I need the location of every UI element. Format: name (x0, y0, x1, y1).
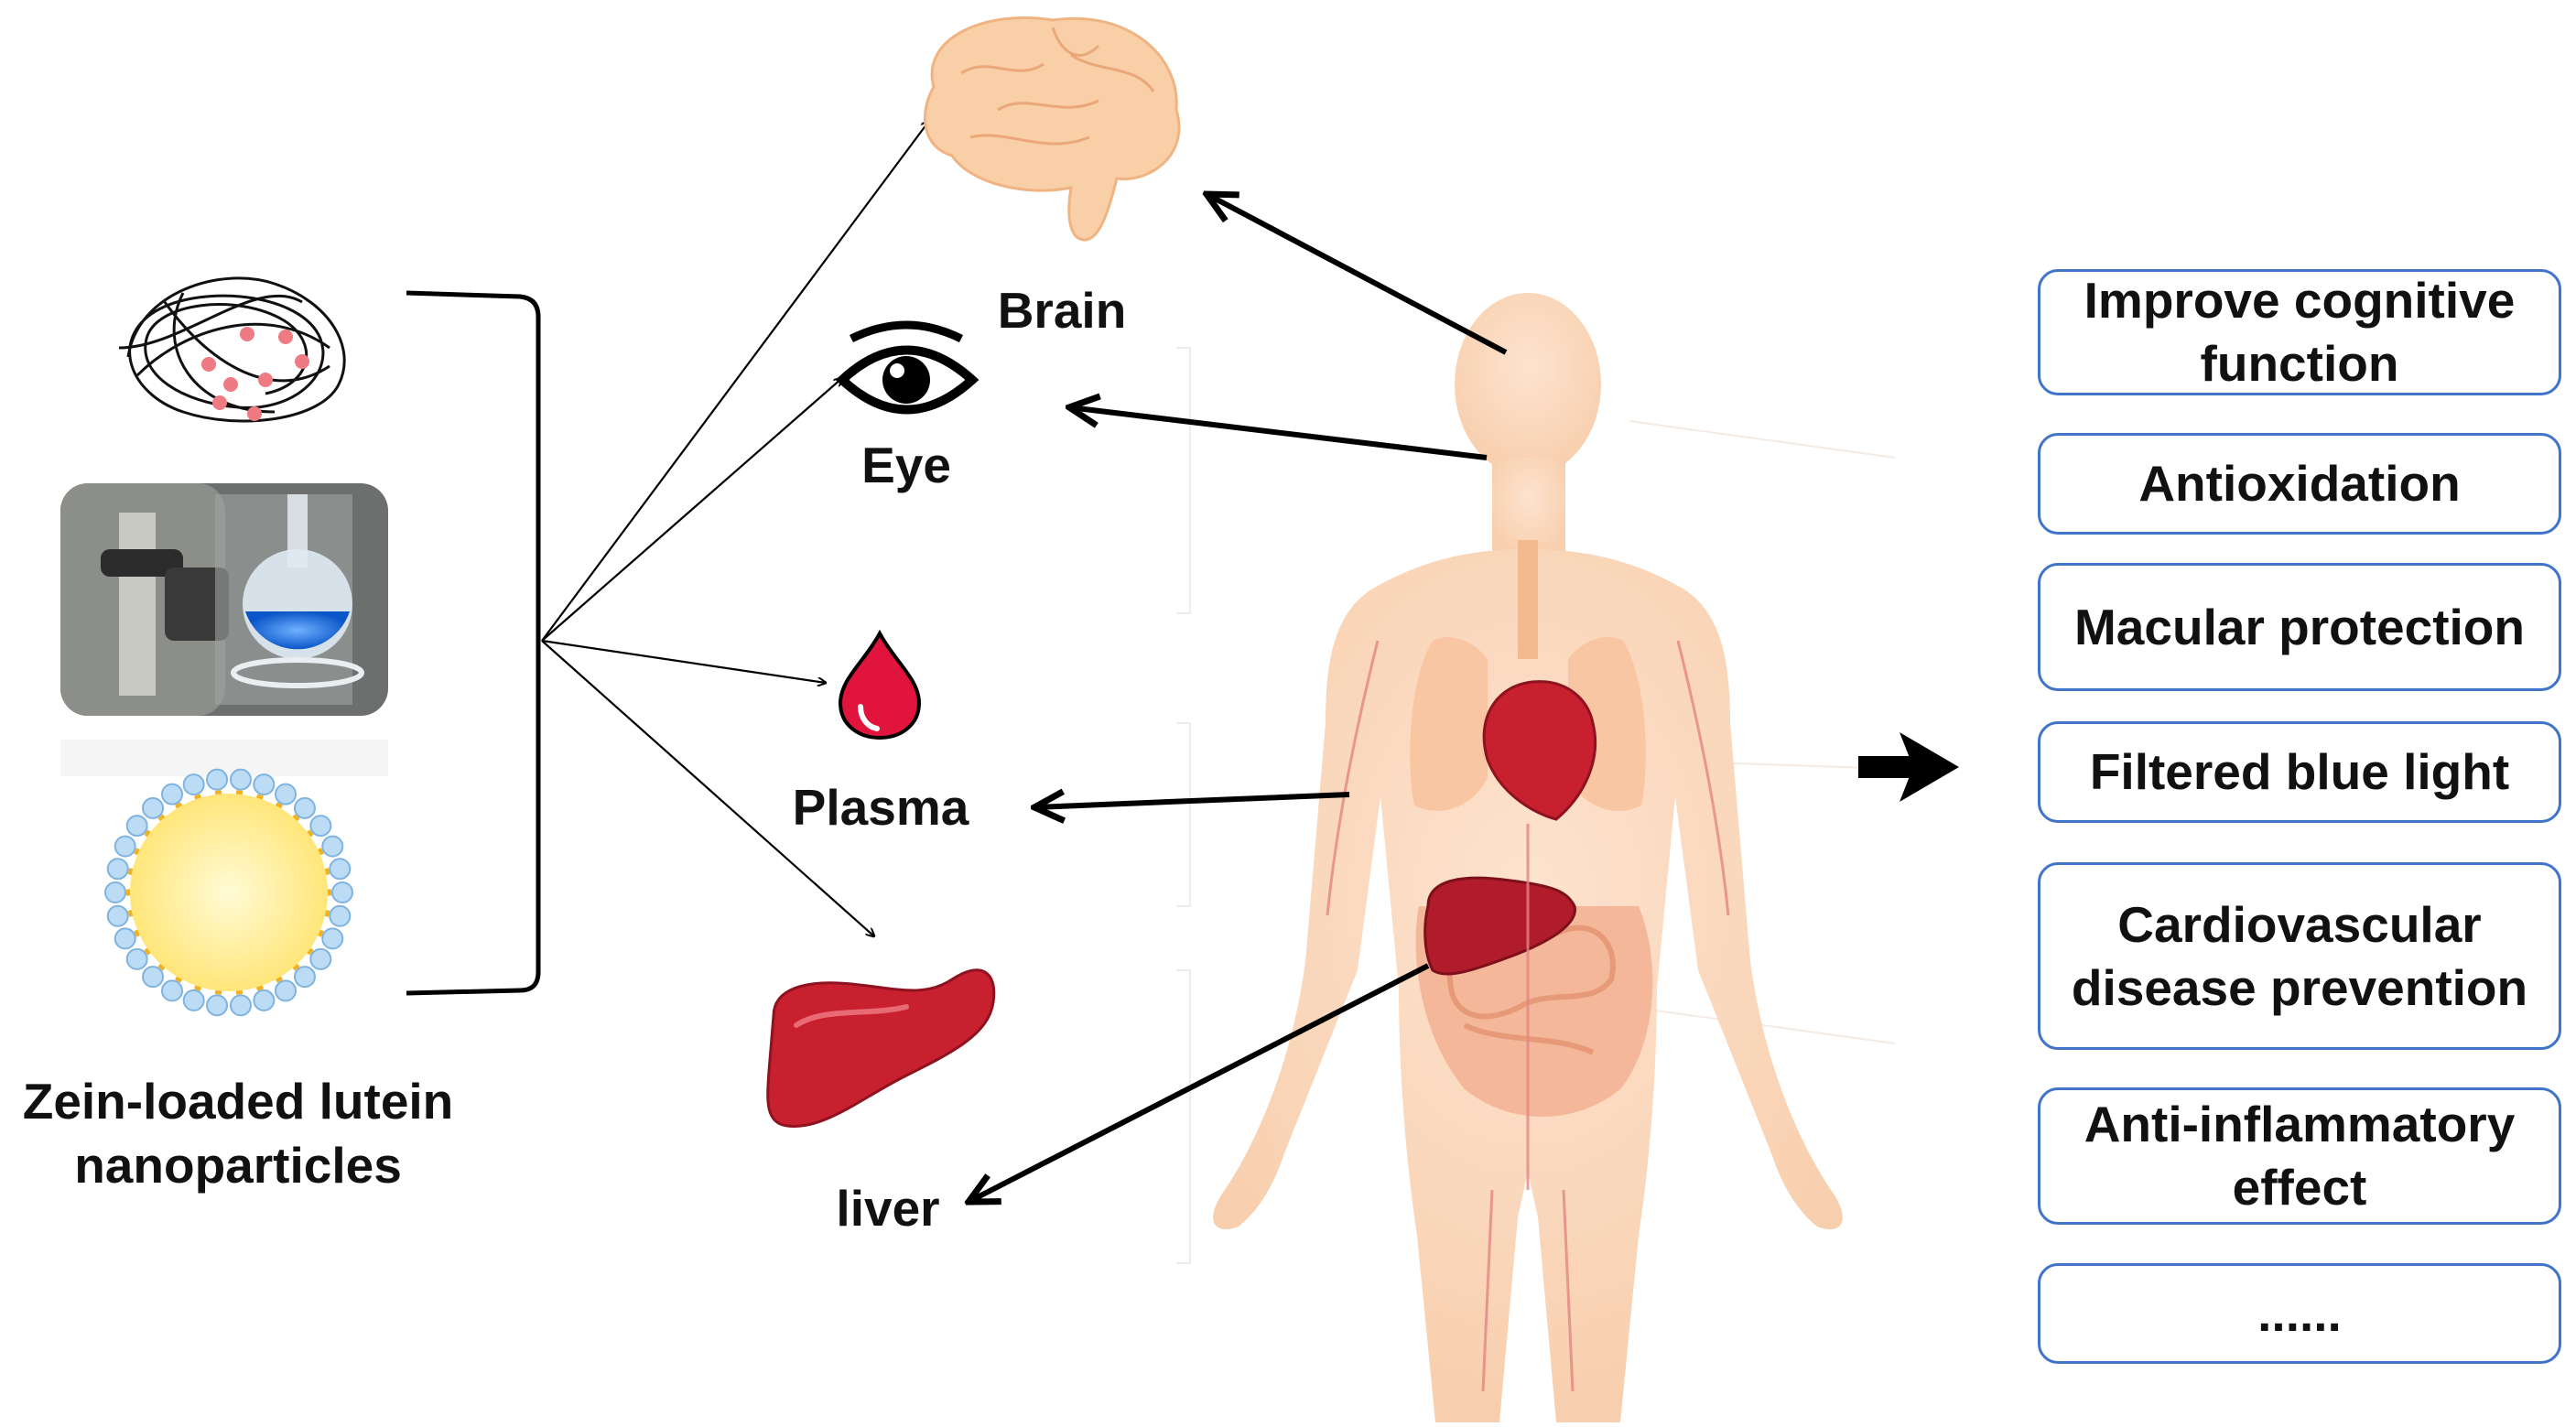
benefit-label: Filtered blue light (2089, 743, 2510, 801)
laboratory-photo-icon (60, 483, 388, 716)
plasma-label: Plasma (792, 779, 969, 836)
eye-icon (835, 320, 980, 415)
caption-line-1: Zein-loaded lutein (22, 1073, 454, 1130)
brain-icon (924, 16, 1181, 242)
blood-drop-icon (838, 629, 922, 741)
benefit-anti-inflammatory: Anti-inflammatory effect (2038, 1087, 2561, 1225)
liposome-nanoparticle-icon (60, 740, 388, 1017)
scribble-nanoparticle-icon (118, 276, 346, 423)
benefit-antioxidation: Antioxidation (2038, 433, 2561, 535)
benefit-more: ...... (2038, 1263, 2561, 1364)
caption-line-2: nanoparticles (74, 1137, 402, 1194)
benefit-label: Improve cognitive function (2084, 272, 2516, 392)
benefit-label: Cardiovascular disease prevention (2071, 895, 2528, 1016)
liver-icon (766, 968, 996, 1128)
organ-pointer-arrows (969, 194, 1508, 1202)
human-body-figure (1176, 293, 1896, 1422)
brain-label: Brain (997, 282, 1127, 339)
benefit-cognitive: Improve cognitive function (2038, 269, 2561, 395)
liver-label: liver (836, 1180, 940, 1237)
benefit-blue-light: Filtered blue light (2038, 721, 2561, 823)
benefit-label: Anti-inflammatory effect (2084, 1096, 2516, 1216)
distribution-arrows (541, 121, 929, 936)
eye-label: Eye (861, 437, 951, 493)
benefit-label: Antioxidation (2138, 455, 2461, 513)
grouping-bracket (406, 290, 541, 996)
result-arrow-icon (1858, 732, 1959, 802)
benefit-label: Macular protection (2073, 598, 2526, 655)
benefit-cardiovascular: Cardiovascular disease prevention (2038, 862, 2561, 1050)
benefit-label: ...... (2257, 1284, 2342, 1342)
benefit-macular: Macular protection (2038, 563, 2561, 691)
